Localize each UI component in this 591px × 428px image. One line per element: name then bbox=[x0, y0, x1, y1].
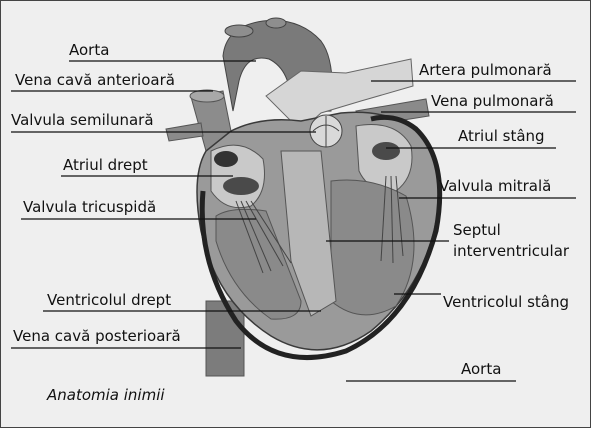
label-interventricular: interventricular bbox=[453, 243, 569, 260]
label-vena-cava-anterioara: Vena cavă anterioară bbox=[15, 72, 175, 89]
label-vena-cava-posterioara: Vena cavă posterioară bbox=[13, 328, 181, 345]
label-valvula-tricuspida: Valvula tricuspidă bbox=[23, 199, 156, 216]
left-ventricle-shape bbox=[331, 180, 414, 315]
aorta-branch-1 bbox=[225, 25, 253, 37]
label-aorta-top: Aorta bbox=[69, 42, 109, 59]
label-valvula-semilunara: Valvula semilunară bbox=[11, 112, 154, 129]
label-vena-pulmonara: Vena pulmonară bbox=[431, 93, 554, 110]
label-septul: Septul bbox=[453, 222, 501, 239]
pulmonary-opening bbox=[214, 151, 238, 167]
label-valvula-mitrala: Valvula mitrală bbox=[439, 178, 551, 195]
label-artera-pulmonara: Artera pulmonară bbox=[419, 62, 552, 79]
label-ventricolul-drept: Ventricolul drept bbox=[47, 292, 171, 309]
tricuspid-valve-shape bbox=[223, 177, 259, 195]
label-atriul-drept: Atriul drept bbox=[63, 157, 148, 174]
label-aorta-bottom: Aorta bbox=[461, 361, 501, 378]
aorta-branch-2 bbox=[266, 18, 286, 28]
diagram-caption: Anatomia inimii bbox=[47, 387, 165, 404]
inferior-vena-cava-shape bbox=[206, 301, 244, 376]
mitral-valve-shape bbox=[372, 142, 400, 160]
label-atriul-stang: Atriul stâng bbox=[458, 128, 545, 145]
label-ventricolul-stang: Ventricolul stâng bbox=[443, 294, 569, 311]
superior-vena-cava-opening bbox=[190, 90, 224, 102]
